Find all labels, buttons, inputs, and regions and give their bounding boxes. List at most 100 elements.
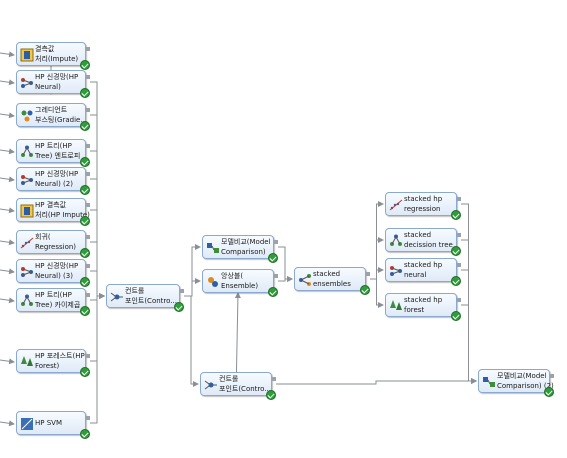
node-label-line: 앙상블(: [221, 272, 244, 280]
forest-icon: [389, 298, 403, 312]
gradient-boosting-icon: [20, 108, 34, 122]
output-port[interactable]: [86, 264, 90, 268]
output-port[interactable]: [457, 233, 461, 237]
model-comparison-icon: [206, 240, 220, 254]
output-port[interactable]: [86, 75, 90, 79]
status-check-icon: [268, 287, 278, 297]
impute-icon: [20, 203, 34, 218]
status-check-icon: [174, 302, 184, 312]
tree-icon: [20, 293, 34, 307]
output-port[interactable]: [86, 172, 90, 176]
status-check-icon: [80, 306, 90, 316]
neural-icon: [389, 263, 403, 277]
node-hp-tree-chisq[interactable]: HP 트리(HP Tree) 카이제곱: [16, 288, 90, 316]
output-port[interactable]: [457, 298, 461, 302]
node-label-line: Forest): [35, 362, 60, 370]
neural-icon: [20, 264, 34, 278]
edge-input-stub: [0, 51, 15, 58]
output-port[interactable]: [550, 374, 554, 378]
output-port[interactable]: [86, 235, 90, 239]
node-label-line: stacked hp: [404, 296, 443, 304]
output-port[interactable]: [86, 293, 90, 297]
edge-stacked-forest-to-model-comparison-2: [461, 304, 477, 384]
node-label-line: Comparison) (2): [497, 382, 554, 390]
node-label-line: Comparison): [221, 248, 266, 256]
node-ensemble[interactable]: 앙상블( Ensemble): [202, 269, 278, 297]
status-check-icon: [80, 157, 90, 167]
ensemble-icon: [206, 274, 220, 288]
node-label-line: decission tree: [404, 241, 453, 249]
node-label: HP SVM: [35, 418, 79, 428]
output-port[interactable]: [180, 289, 184, 293]
output-port[interactable]: [457, 197, 461, 201]
status-check-icon: [451, 246, 461, 256]
output-port[interactable]: [274, 240, 278, 244]
node-label-line: HP 트리(HP: [35, 142, 72, 150]
node-label-line: Tree) 카이제곱: [35, 301, 81, 309]
status-check-icon: [266, 390, 276, 400]
status-check-icon: [544, 387, 554, 397]
edge-input-stub: [0, 239, 15, 246]
output-port[interactable]: [86, 108, 90, 112]
output-port[interactable]: [457, 263, 461, 267]
output-port[interactable]: [86, 416, 90, 420]
node-label-line: stacked hp: [404, 195, 443, 203]
output-port[interactable]: [86, 354, 90, 358]
edge-input-stub: [0, 358, 15, 365]
edge-input-stub: [0, 176, 15, 183]
node-label: HP 트리(HP Tree) 카이제곱: [35, 290, 81, 310]
node-label-line: Ensemble): [221, 282, 259, 290]
node-hp-svm[interactable]: HP SVM: [16, 411, 90, 439]
node-label-line: stacked: [313, 270, 341, 278]
output-port[interactable]: [366, 272, 370, 276]
node-label-line: 모델비교(Model: [221, 238, 271, 246]
edge-input-stub: [0, 79, 15, 86]
node-regression[interactable]: 회귀(Regression): [16, 230, 90, 258]
status-check-icon: [80, 185, 90, 195]
output-port[interactable]: [86, 47, 90, 51]
node-label-line: 부스팅(Gradie...: [35, 116, 88, 124]
neural-icon: [20, 172, 34, 186]
edge-input-stub: [0, 297, 15, 304]
output-port[interactable]: [272, 377, 276, 381]
control-point-icon: [204, 377, 218, 391]
status-check-icon: [80, 216, 90, 226]
node-label-line: 그레디언트: [35, 106, 68, 114]
output-port[interactable]: [274, 274, 278, 278]
node-label-line: 처리(HP Impute): [35, 211, 90, 219]
status-check-icon: [80, 429, 90, 439]
status-check-icon: [80, 367, 90, 377]
node-label-line: HP 트리(HP: [35, 291, 72, 299]
output-port[interactable]: [86, 203, 90, 207]
status-check-icon: [80, 60, 90, 70]
edge-input-stub: [0, 268, 15, 275]
regression-icon: [389, 197, 403, 211]
output-port[interactable]: [86, 144, 90, 148]
edge-input-stub: [0, 148, 15, 155]
